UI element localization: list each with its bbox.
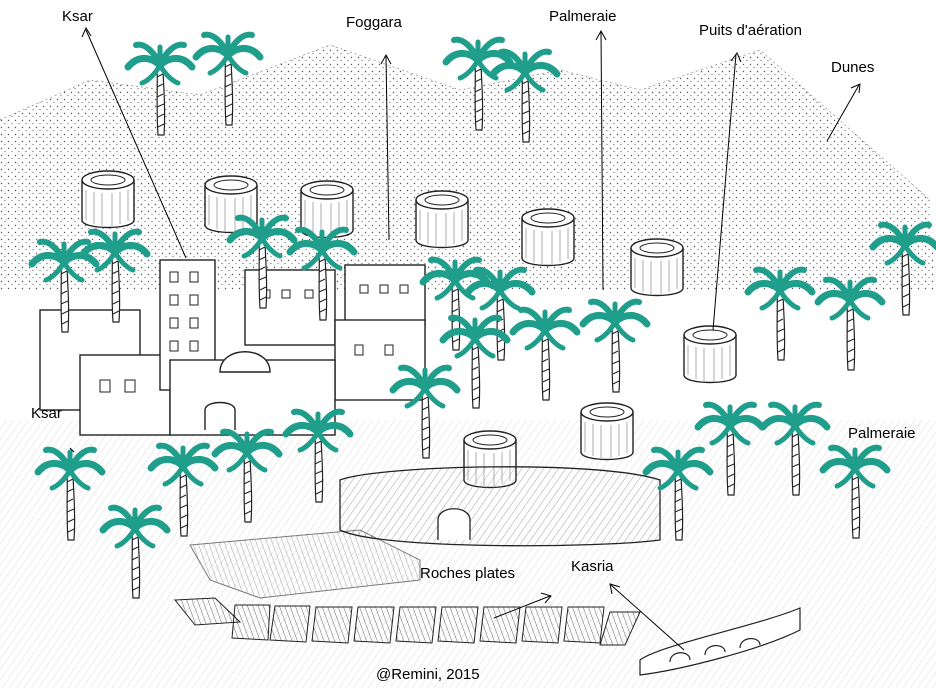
label-ksar-top: Ksar — [62, 8, 93, 25]
label-ksar-left: Ksar — [31, 405, 62, 422]
well — [684, 326, 736, 383]
well — [631, 239, 683, 296]
palm-tree — [513, 310, 577, 400]
well — [416, 191, 468, 248]
arrowhead — [82, 28, 91, 37]
label-kasria: Kasria — [571, 558, 614, 575]
palm-tree — [818, 280, 882, 370]
well — [581, 403, 633, 460]
basin — [340, 467, 660, 546]
palm-tree — [443, 318, 507, 408]
label-foggara: Foggara — [346, 14, 402, 31]
label-palmeraie-right: Palmeraie — [848, 425, 916, 442]
palm-tree — [583, 302, 647, 392]
ksar-house — [345, 265, 425, 325]
label-palmeraie-top: Palmeraie — [549, 8, 617, 25]
ksar-house — [80, 355, 170, 435]
label-dunes: Dunes — [831, 59, 874, 76]
palm-tree — [748, 270, 812, 360]
well — [522, 209, 574, 266]
ksar-house — [335, 320, 425, 400]
credit-text: @Remini, 2015 — [376, 666, 480, 683]
mosque-dome — [220, 352, 270, 372]
label-roches-plates: Roches plates — [420, 565, 515, 582]
label-puits-aeration: Puits d'aération — [699, 22, 802, 39]
well — [82, 171, 134, 228]
